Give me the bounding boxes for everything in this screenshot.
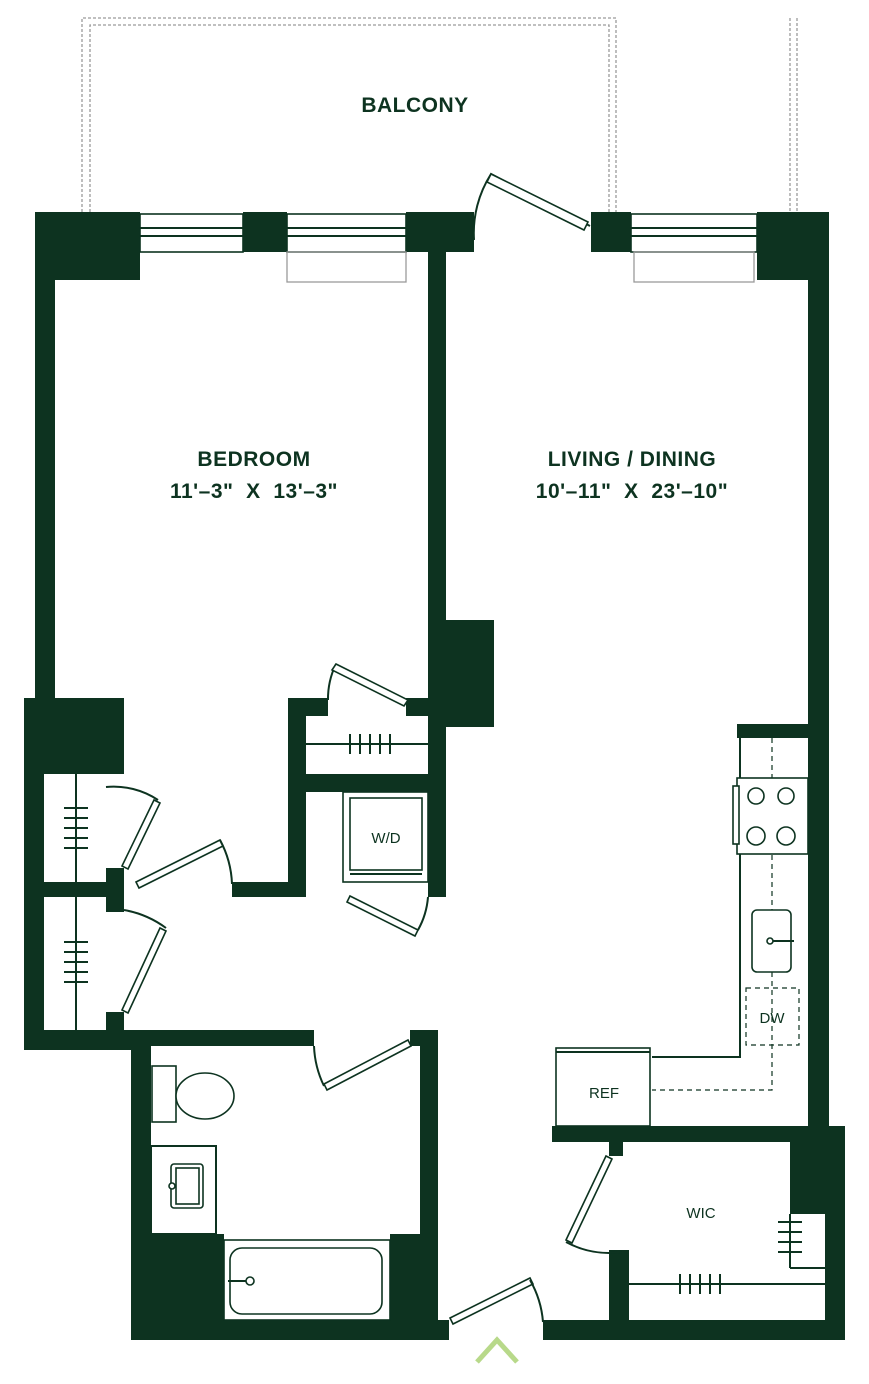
door-wd (345, 894, 420, 938)
wall-wic-top (552, 1126, 845, 1142)
bathroom-sink-icon (168, 1163, 204, 1209)
kitchen (555, 738, 809, 1127)
wall-partition-column (446, 620, 494, 727)
window-bedroom-1 (139, 213, 244, 253)
door-bedroom (134, 838, 225, 890)
door-bedroom-closet (330, 662, 410, 708)
door-bathroom (322, 1038, 413, 1092)
wall-bath-top (131, 1030, 314, 1046)
burner-icon (746, 826, 766, 846)
wall-left-lower (24, 698, 44, 1050)
refrigerator (555, 1047, 651, 1127)
cooktop (732, 777, 809, 855)
wall-bottom-left (131, 1320, 449, 1340)
hanger-marks-hall-1 (64, 807, 88, 849)
label-bedroom: BEDROOM (197, 448, 310, 471)
wall-kitchen-top (737, 724, 808, 738)
label-living: LIVING / DINING (548, 448, 717, 471)
doors (105, 172, 623, 1326)
wall-closet-post-1 (106, 868, 124, 912)
toilet-icon (151, 1065, 235, 1123)
windows (139, 213, 758, 283)
hanger-marks-wic (679, 1221, 802, 1294)
window-living (630, 213, 758, 253)
closets (64, 734, 825, 1294)
wall-closet-left (288, 698, 306, 897)
wall-top-pier-2 (406, 212, 474, 252)
door-hall-closet-1 (120, 798, 162, 871)
label-bedroom-dimensions: 11'–3" X 13'–3" (170, 480, 338, 503)
window-bedroom-2 (286, 213, 407, 253)
wall-top-pier-3 (591, 212, 631, 252)
burner-icon (747, 787, 765, 805)
dishwasher (745, 987, 800, 1046)
wall-left-upper (35, 212, 55, 707)
walls (24, 212, 845, 1340)
label-living-dimensions: 10'–11" X 23'–10" (536, 480, 728, 503)
bathtub-icon (223, 1239, 391, 1321)
wall-closet-post-2 (106, 1012, 124, 1050)
label-balcony: BALCONY (361, 94, 468, 117)
wall-wd-bottom-right (428, 882, 446, 897)
burner-icon (776, 826, 796, 846)
wall-top-mid-pier (243, 212, 287, 252)
door-wic (564, 1154, 614, 1245)
wall-right (808, 212, 829, 1132)
burner-icon (777, 787, 795, 805)
hanger-marks-bedroom (349, 734, 391, 754)
balcony-outline (81, 17, 798, 212)
door-hall-closet-2 (120, 926, 168, 1015)
wall-wic-left (609, 1250, 629, 1340)
label-wic: WIC (686, 1205, 715, 1222)
wall-wd-top (306, 774, 446, 792)
wall-wic-right (825, 1126, 845, 1340)
wall-wic-post (609, 1126, 623, 1156)
wall-bedroom-bottom (232, 882, 306, 897)
washer-dryer-unit (342, 791, 429, 883)
wall-partition (428, 252, 446, 897)
label-ref: REF (589, 1085, 619, 1102)
entry-arrow-icon (475, 1336, 519, 1364)
kitchen-sink (751, 909, 794, 973)
label-dw: DW (760, 1010, 786, 1027)
label-wd: W/D (371, 830, 400, 847)
bathroom-fixtures (150, 1065, 391, 1321)
wall-closet-top (288, 698, 328, 716)
hanger-marks-hall-2 (64, 941, 88, 983)
wall-bottom-right (543, 1320, 845, 1340)
wall-closet-top-right (406, 698, 446, 716)
wall-closet-divider (44, 882, 124, 897)
door-entry (448, 1276, 535, 1326)
